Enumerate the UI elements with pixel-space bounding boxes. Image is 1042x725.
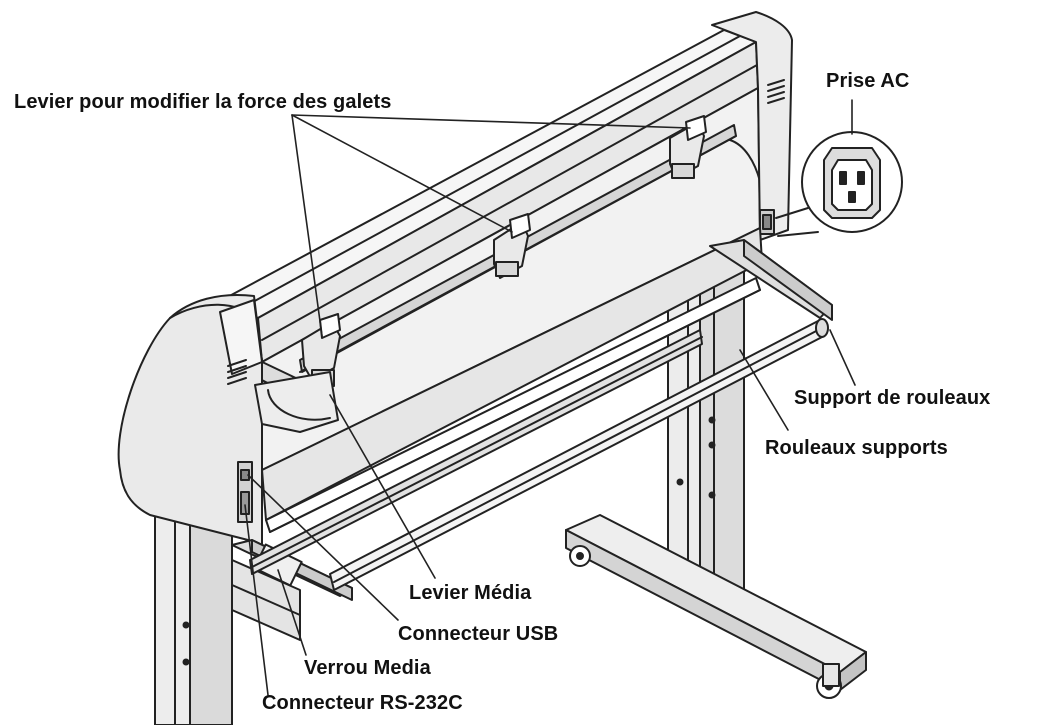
label-usb-connector: Connecteur USB <box>398 623 559 645</box>
right-stand-foot <box>565 514 867 699</box>
label-roll-holder: Support de rouleaux <box>794 387 991 409</box>
pinch-roller-lever-2 <box>493 213 531 279</box>
right-end-cap <box>711 11 793 241</box>
label-media-lever: Levier Média <box>409 582 532 604</box>
label-support-rollers: Rouleaux supports <box>765 437 948 459</box>
ac-socket-callout <box>775 131 903 237</box>
left-end-cap <box>117 294 263 546</box>
label-roller-force-lever: Levier pour modifier la force des galets <box>14 91 392 113</box>
label-media-lock: Verrou Media <box>304 657 431 679</box>
left-stand-leg <box>154 504 301 725</box>
label-rs232c-connector: Connecteur RS-232C <box>262 692 463 714</box>
support-rollers <box>249 277 829 591</box>
label-ac-socket: Prise AC <box>826 70 910 92</box>
pinch-roller-lever-3 <box>669 115 707 179</box>
leader-lines <box>244 99 856 696</box>
top-beam <box>221 29 759 363</box>
